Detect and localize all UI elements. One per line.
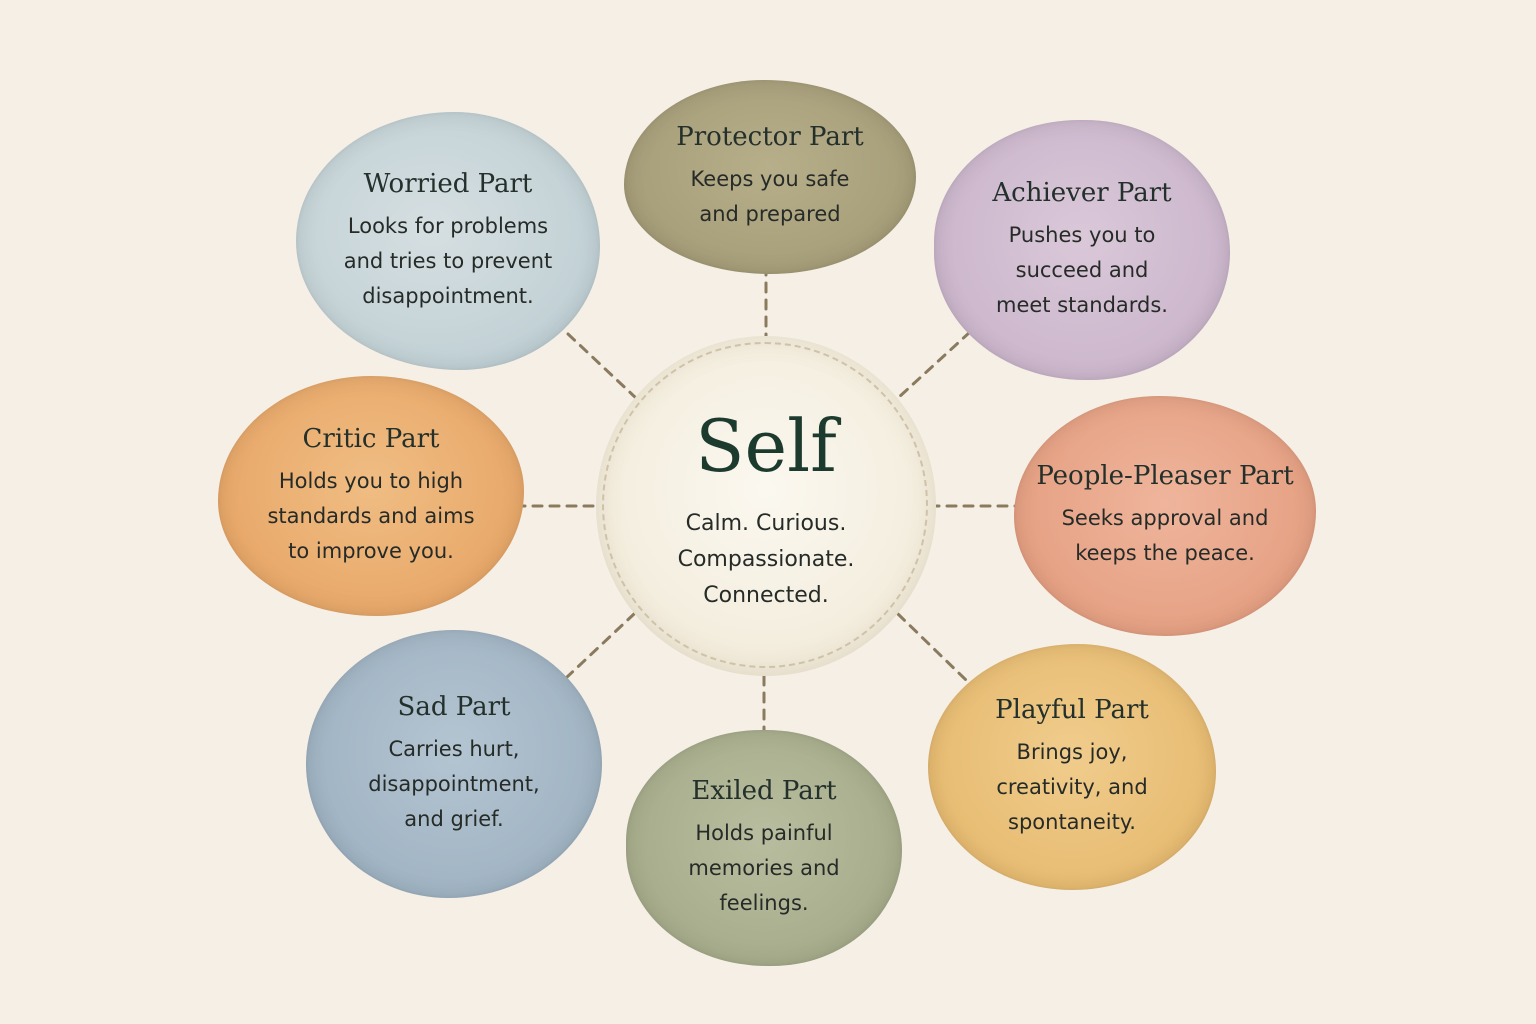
part-description-line: Looks for problems [347,213,549,238]
part-description-line: disappointment, [368,771,540,796]
part-description: Brings joy, creativity, and spontaneity. [996,735,1147,840]
part-description-line: Carries hurt, [388,736,520,761]
part-description: Holds you to high standards and aims to … [267,464,474,569]
part-description-line: to improve you. [288,538,454,563]
part-description: Pushes you to succeed and meet standards… [996,218,1168,323]
self-circle: Self Calm. Curious. Compassionate. Conne… [596,336,936,676]
part-description: Holds painful memories and feelings. [688,816,839,921]
part-description-line: spontaneity. [1008,809,1136,834]
part-description-line: Keeps you safe [690,167,850,191]
part-title: Worried Part [363,168,533,199]
exiled-part-bubble: Exiled Part Holds painful memories and f… [626,730,902,966]
part-description-line: and grief. [404,806,504,831]
part-description-line: feelings. [719,890,809,915]
part-description-line: Seeks approval and [1061,506,1269,530]
part-title: Achiever Part [992,177,1172,208]
part-description-line: standards and aims [267,503,475,528]
protector-part-bubble: Protector Part Keeps you safe and prepar… [624,80,916,274]
part-title: Protector Part [676,122,864,152]
part-description-line: succeed and [1015,257,1149,282]
achiever-part-bubble: Achiever Part Pushes you to succeed and … [934,120,1230,380]
connector-playful [896,612,968,682]
part-description-line: and prepared [699,202,841,226]
part-description-line: Pushes you to [1008,222,1156,247]
part-description-line: disappointment. [362,283,534,308]
playful-part-bubble: Playful Part Brings joy, creativity, and… [928,644,1216,890]
part-title: People-Pleaser Part [1036,461,1294,491]
part-description-line: keeps the peace. [1075,541,1255,565]
connector-achiever [896,330,972,400]
part-description: Keeps you safe and prepared [691,162,850,232]
part-title: Sad Part [397,691,511,722]
connector-worried [566,332,638,400]
part-description: Seeks approval and keeps the peace. [1062,501,1269,571]
part-title: Playful Part [995,694,1149,725]
part-description-line: Holds you to high [278,468,464,493]
critic-part-bubble: Critic Part Holds you to high standards … [218,376,524,616]
self-dashed-ring [602,342,928,668]
sad-part-bubble: Sad Part Carries hurt, disappointment, a… [306,630,602,898]
part-description-line: creativity, and [996,774,1148,799]
part-description-line: and tries to prevent [343,248,553,273]
part-description-line: memories and [688,855,840,880]
part-description-line: Brings joy, [1016,739,1128,764]
people-pleaser-part-bubble: People-Pleaser Part Seeks approval and k… [1014,396,1316,636]
part-description: Carries hurt, disappointment, and grief. [368,732,539,837]
part-title: Exiled Part [691,775,837,806]
worried-part-bubble: Worried Part Looks for problems and trie… [296,112,600,370]
part-description-line: meet standards. [996,292,1168,317]
part-description: Looks for problems and tries to prevent … [344,209,553,314]
part-title: Critic Part [302,423,440,454]
part-description-line: Holds painful [695,820,833,845]
connector-sad [564,612,636,680]
